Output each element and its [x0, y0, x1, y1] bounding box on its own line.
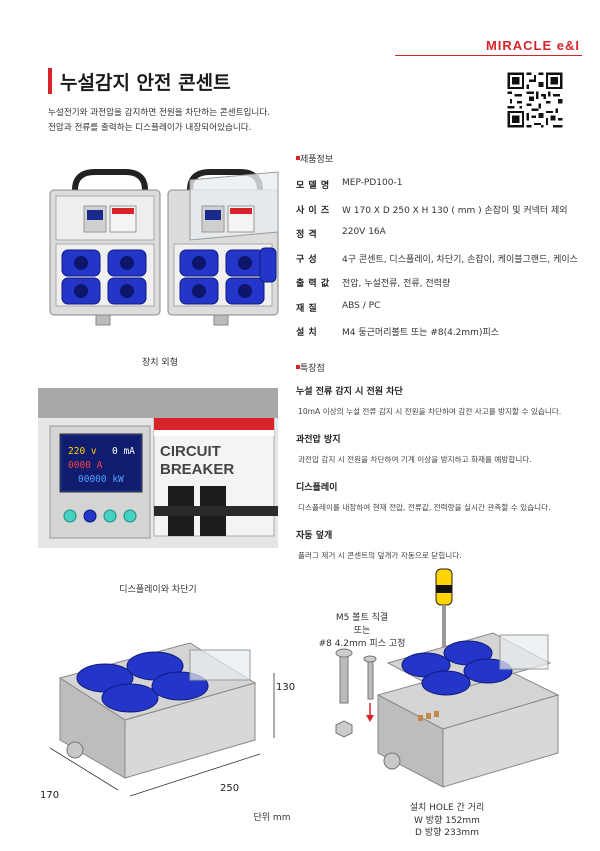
spec-row: 정 격 220V 16A [296, 227, 592, 252]
brand-divider [395, 55, 582, 56]
feature-item: 누설 전류 감지 시 전원 차단 10mA 이상의 누설 전류 감지 시 전원을… [296, 384, 592, 417]
device-exterior-illustration [49, 169, 279, 326]
feature-item: 자동 덮개 플러그 제거 시 콘센트의 덮개가 자동으로 닫힙니다. [296, 528, 592, 561]
spec-row: 사 이 즈 W 170 X D 250 X H 130 ( mm ) 손잡이 및 … [296, 203, 592, 228]
depth-dimension-label: 170 [40, 790, 59, 801]
spec-row: 재 질 ABS / PC [296, 301, 592, 326]
spec-label: 출 력 값 [296, 279, 330, 289]
feature-desc: 플러그 제거 시 콘센트의 덮개가 자동으로 닫힙니다. [298, 551, 462, 560]
bolt-note-line: #8 4.2mm 피스 고정 [318, 639, 406, 649]
title-accent-bar [48, 68, 52, 94]
feature-desc: 과전압 감지 시 전원을 차단하여 기계 이상을 방지하고 화재를 예방합니다. [298, 455, 532, 464]
spec-label: 구 성 [296, 254, 318, 265]
feature-desc: 디스플레이를 내장하여 현재 전압, 전류값, 전력량을 실시간 관측할 수 있… [298, 503, 551, 512]
feature-item: 디스플레이 디스플레이를 내장하여 현재 전압, 전류값, 전력량을 실시간 관… [296, 480, 592, 513]
breaker-label-line1: CIRCUIT [160, 443, 221, 460]
spec-value: W 170 X D 250 X H 130 ( mm ) 손잡이 및 커넥터 제… [342, 205, 568, 216]
bolt-note-line: M5 볼트 직결 [335, 613, 389, 623]
spec-label: 사 이 즈 [296, 205, 330, 216]
dimension-drawing: 130 250 170 [40, 642, 295, 801]
hole-note-line: 설치 HOLE 간 거리 [409, 803, 485, 813]
hole-note-line: D 방향 233mm [415, 828, 479, 838]
intro-line: 누설전기와 과전압을 감지하면 전원을 차단하는 콘센트입니다. [48, 108, 270, 118]
feature-title: 디스플레이 [296, 483, 338, 493]
closed-device [49, 169, 161, 326]
installation-drawing [335, 568, 560, 788]
features-bullet [296, 365, 300, 369]
spec-label: 모 델 명 [296, 181, 330, 191]
display-power: 00000 kW [78, 474, 124, 485]
spec-heading: 제품정보 [300, 155, 334, 165]
feature-desc: 10mA 이상의 누설 전류 감지 시 전원을 차단하여 감전 사고를 방지할 … [298, 407, 562, 416]
spec-value: MEP-PD100-1 [342, 178, 403, 188]
spec-label: 재 질 [296, 303, 318, 314]
spec-value: 220V 16A [342, 227, 386, 237]
display-current: 0 mA [112, 446, 135, 457]
hole-note: 설치 HOLE 간 거리 W 방향 152mm D 방향 233mm [372, 802, 522, 840]
spec-row: 모 델 명 MEP-PD100-1 [296, 178, 592, 203]
spec-table: 모 델 명 MEP-PD100-1 사 이 즈 W 170 X D 250 X H … [296, 178, 592, 350]
spec-value: ABS / PC [342, 300, 381, 311]
display-breaker-caption: 디스플레이와 차단기 [119, 585, 197, 595]
bolt-icon [335, 648, 377, 738]
brand-logo: MIRACLE e&I [485, 38, 580, 53]
spec-label: 정 격 [296, 230, 318, 240]
depth-dimension-line [49, 747, 119, 791]
page-title: 누설감지 안전 콘센트 [60, 72, 231, 94]
spec-value: M4 둥근머리볼트 또는 #8(4.2mm)피스 [342, 328, 500, 338]
spec-bullet [296, 156, 300, 160]
features-heading: 특장점 [300, 364, 325, 374]
spec-row: 출 력 값 전압, 누설전류, 전류, 전력량 [296, 276, 592, 301]
display-breaker-illustration: 220 v 0 mA 0000 A 00000 kW CIRCUIT BREAK… [38, 388, 278, 548]
display-buttons [63, 509, 137, 523]
feature-title: 과전압 방지 [296, 435, 341, 445]
bolt-note: M5 볼트 직결 또는 #8 4.2mm 피스 고정 [292, 612, 432, 651]
spec-value: 전압, 누설전류, 전류, 전력량 [342, 279, 451, 289]
open-device [167, 169, 279, 326]
display-amps: 0000 A [68, 460, 103, 471]
breaker-label-line2: BREAKER [160, 461, 234, 478]
intro-text: 누설전기와 과전압을 감지하면 전원을 차단하는 콘센트입니다. 전압과 전류를… [48, 106, 270, 136]
exterior-caption: 장치 외형 [142, 358, 178, 368]
spec-value: 4구 콘센트, 디스플레이, 차단기, 손잡이, 케이블그랜드, 케이스 [342, 254, 578, 265]
hole-note-line: W 방향 152mm [414, 815, 480, 826]
unit-caption: 단위 mm [253, 813, 291, 823]
height-dimension-label: 130 [276, 682, 295, 693]
qr-code [505, 70, 565, 130]
feature-item: 과전압 방지 과전압 감지 시 전원을 차단하여 기계 이상을 방지하고 화재를… [296, 432, 592, 465]
width-dimension-line [129, 753, 261, 797]
feature-title: 누설 전류 감지 시 전원 차단 [296, 387, 403, 397]
spec-row: 구 성 4구 콘센트, 디스플레이, 차단기, 손잡이, 케이블그랜드, 케이스 [296, 252, 592, 277]
bolt-note-line: 또는 [353, 626, 371, 636]
spec-label: 설 치 [296, 328, 318, 338]
intro-line: 전압과 전류를 출력하는 디스플레이가 내장되어있습니다. [48, 123, 252, 133]
feature-title: 자동 덮개 [296, 531, 333, 541]
width-dimension-label: 250 [220, 783, 239, 794]
spec-row: 설 치 M4 둥근머리볼트 또는 #8(4.2mm)피스 [296, 325, 592, 350]
display-voltage: 220 v [68, 446, 97, 457]
